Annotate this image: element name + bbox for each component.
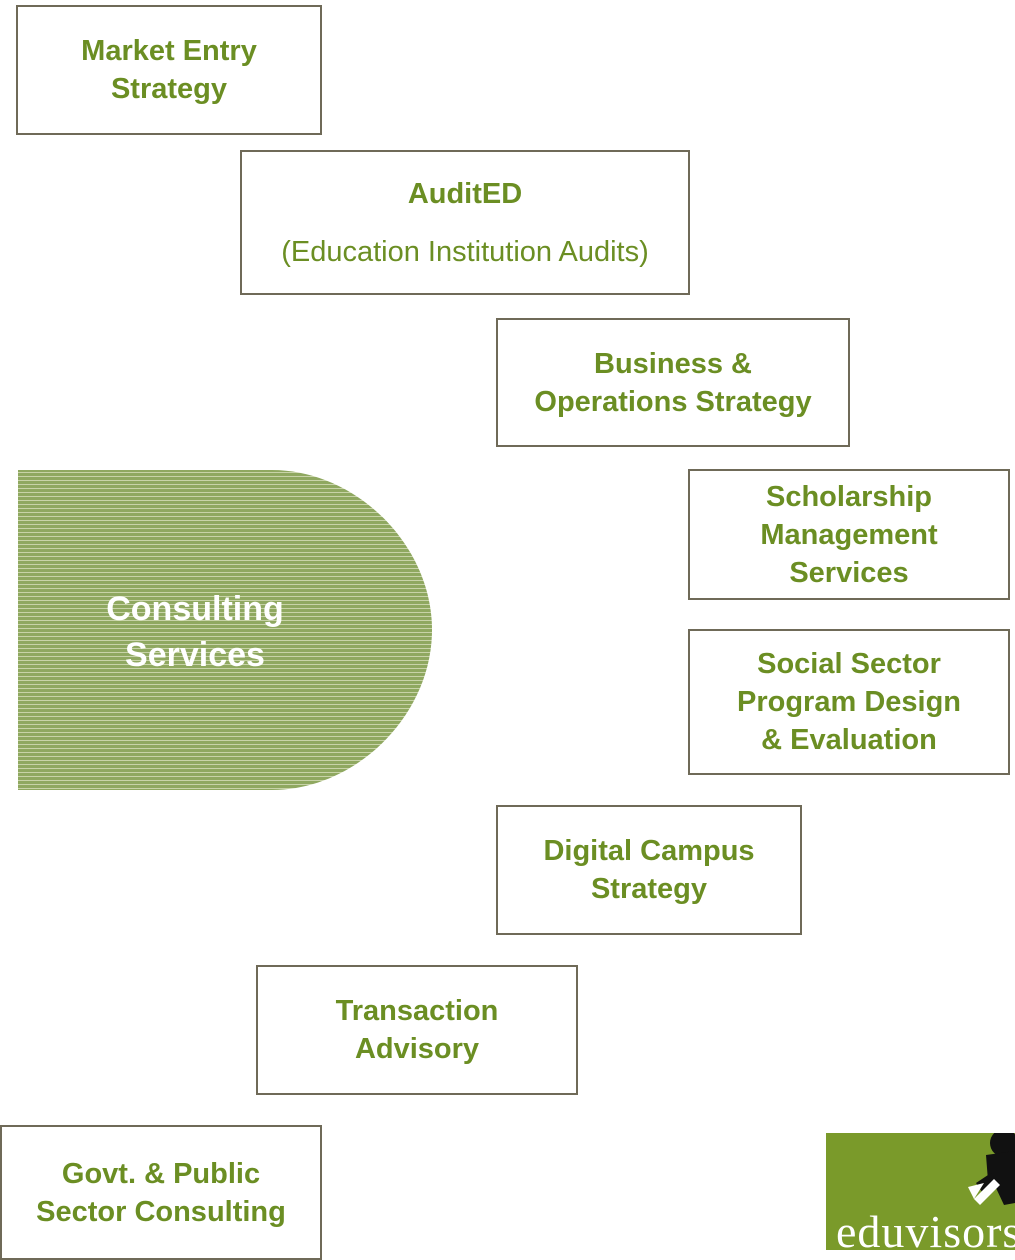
box-subtitle: (Education Institution Audits) [281,235,649,268]
box-line: Social Sector [757,648,941,680]
audited-box: AuditED (Education Institution Audits) [240,150,690,295]
arrow-figure-icon [968,1133,1015,1205]
box-line: Management [760,518,938,551]
box-line: Digital Campus [543,835,755,867]
box-line: Services [789,556,909,589]
market-entry-strategy-box: Market Entry Strategy [16,5,322,135]
box-line: Strategy [590,873,708,905]
box-line: Operations Strategy [534,385,812,418]
box-line: Market Entry [81,35,257,67]
logo-text: eduvisors [836,1206,1015,1250]
box-line: Business & [594,347,752,380]
hub-shape [18,470,432,790]
scholarship-management-services-box: Scholarship Management Services [688,469,1010,600]
box-title: AuditED [407,177,523,210]
box-line: & Evaluation [761,724,937,756]
digital-campus-strategy-box: Digital Campus Strategy [496,805,802,935]
eduvisors-logo: eduvisors [826,1133,1015,1250]
hub-label-line2: Services [125,636,265,674]
transaction-advisory-box: Transaction Advisory [256,965,578,1095]
box-line: Govt. & Public [61,1157,261,1190]
box-line: Scholarship [766,480,932,513]
box-line: Advisory [354,1033,480,1065]
hub-label: Consulting Services [18,586,372,678]
business-operations-strategy-box: Business & Operations Strategy [496,318,850,447]
box-line: Program Design [737,686,961,718]
govt-public-sector-consulting-box: Govt. & Public Sector Consulting [0,1125,322,1260]
box-line: Transaction [335,995,499,1027]
box-line: Sector Consulting [36,1195,286,1228]
hub-label-line1: Consulting [106,590,284,628]
social-sector-program-design-box: Social Sector Program Design & Evaluatio… [688,629,1010,775]
box-line: Strategy [110,73,228,105]
